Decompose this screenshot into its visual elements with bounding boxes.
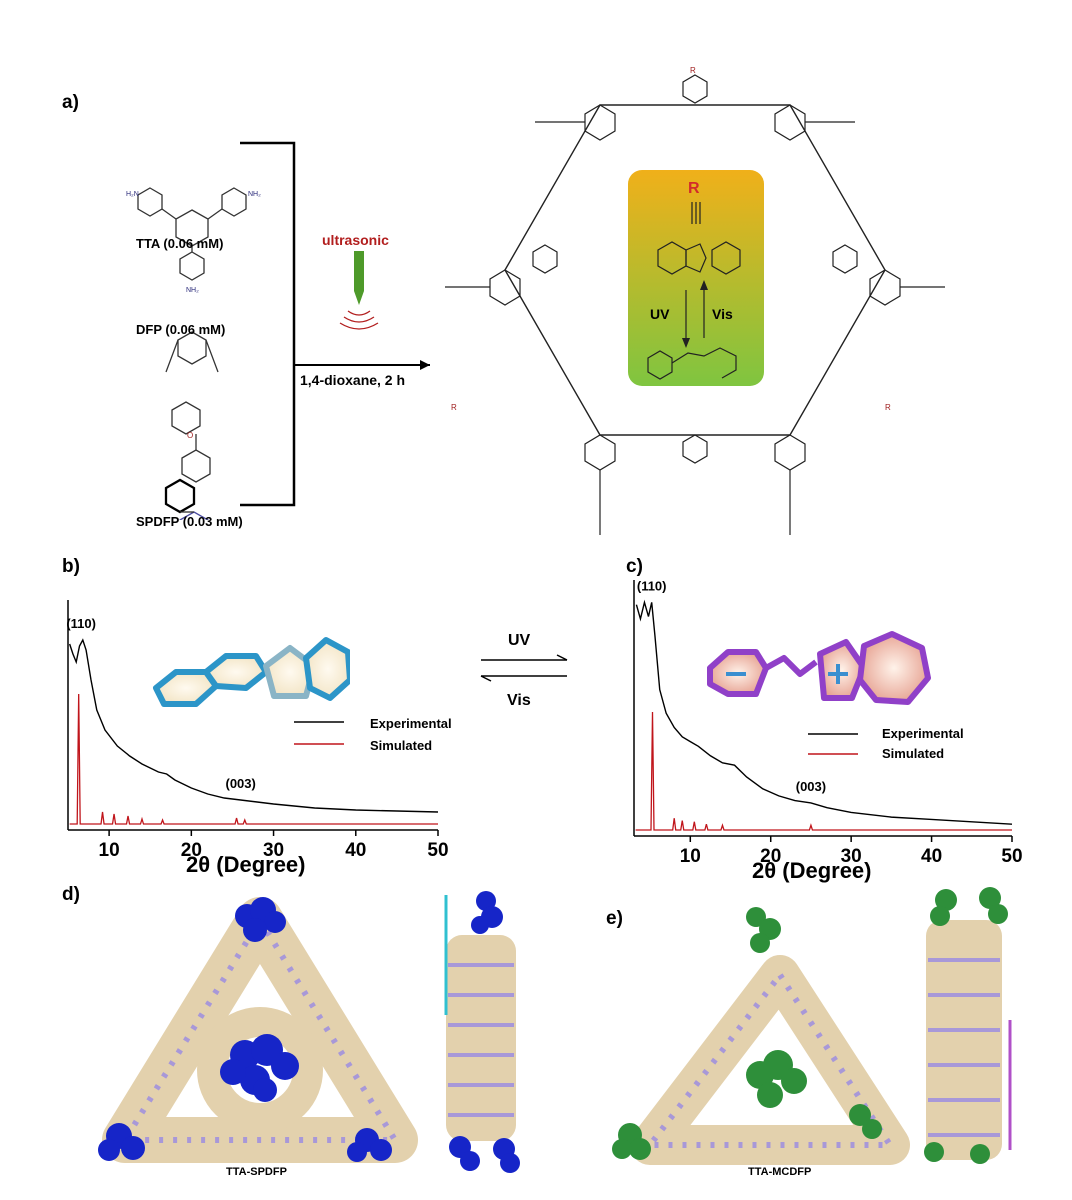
svg-text:O: O [187,431,193,440]
spiropyran-cartoon [153,637,350,707]
panel-a-label: a) [62,92,79,113]
svg-text:H₂N: H₂N [126,191,139,198]
panel-c-label: c) [626,556,643,577]
ultrasonic-probe-icon [354,251,364,291]
substituent-r-right: R [885,403,891,412]
panel-d-label: d) [62,884,80,905]
svg-text:NH₂: NH₂ [186,287,199,294]
substituent-r-top: R [690,66,696,75]
model-d-top-view [98,897,418,1163]
chart-b-legend-swatches [294,721,344,745]
merocyanine-cartoon [707,631,931,705]
reagent-spdfp: SPDFP (0.03 mM) [136,514,243,529]
switch-vis-label: Vis [507,692,531,709]
chart-c-series-experimental [635,599,1013,825]
chart-c-xtick-label: 20 [760,846,781,867]
chart-c-xtick-label: 10 [680,846,701,867]
reaction-bracket-arrow [240,141,430,507]
chart-b-xtick-label: 20 [181,840,202,861]
chart-c-series-simulated [635,711,1012,831]
reagent-tta: TTA (0.06 mM) [136,236,224,251]
chart-c-xlabel: 2θ (Degree) [752,858,872,883]
svg-text:NH₂: NH₂ [248,191,261,198]
chart-b-xtick-label: 10 [99,840,120,861]
chart-b-annotation: (110) [66,616,96,631]
model-e-caption: TTA-MCDFP [748,1166,812,1178]
substituent-r-left: R [451,403,457,412]
chart-b-legend-experimental: Experimental [370,716,452,731]
reagent-structures: H₂N NH₂ NH₂ O [126,187,261,520]
chart-b-series-simulated [69,693,438,825]
chart-b-xtick-label: 30 [263,840,284,861]
chart-c-legend-simulated: Simulated [882,746,945,761]
chart-b-xtick-label: 50 [427,840,448,861]
xrd-chart-b: 10 20 30 40 50 (110) (003) [66,600,449,861]
model-d-caption: TTA-SPDFP [226,1166,287,1178]
xrd-chart-c: 10 20 30 40 50 (110) (003) [633,580,1023,867]
chart-c-annotation: (003) [796,779,826,794]
model-e-top-view [612,907,910,1165]
reaction-conditions: 1,4-dioxane, 2 h [300,372,406,388]
chart-c-annotation: (110) [637,580,667,593]
chart-c-legend-swatches [808,733,858,755]
chart-c-legend-experimental: Experimental [882,726,964,741]
chart-b-xtick-label: 40 [345,840,366,861]
energy-label: ultrasonic [322,232,389,248]
switch-uv-label: UV [508,632,531,649]
reagent-dfp: DFP (0.06 mM) [136,322,226,337]
cof-framework: R R R [445,66,945,535]
box-uv-label: UV [650,306,670,322]
chart-b-series-experimental [68,638,439,813]
chart-b-xlabel: 2θ (Degree) [186,852,306,877]
chart-b-annotation: (003) [225,776,255,791]
switch-arrows [480,654,568,682]
panel-e-label: e) [606,908,623,929]
chart-c-xtick-label: 50 [1001,846,1022,867]
model-d-side-view [444,891,520,1173]
photoswitch-box: R UV Vis [628,170,764,386]
chart-b-legend-simulated: Simulated [370,738,433,753]
chart-c-xtick-label: 30 [841,846,862,867]
model-e-side-view [924,887,1012,1164]
chart-c-xtick-label: 40 [921,846,942,867]
panel-b-label: b) [62,556,80,577]
box-vis-label: Vis [712,306,733,322]
box-substituent-r: R [688,180,700,197]
